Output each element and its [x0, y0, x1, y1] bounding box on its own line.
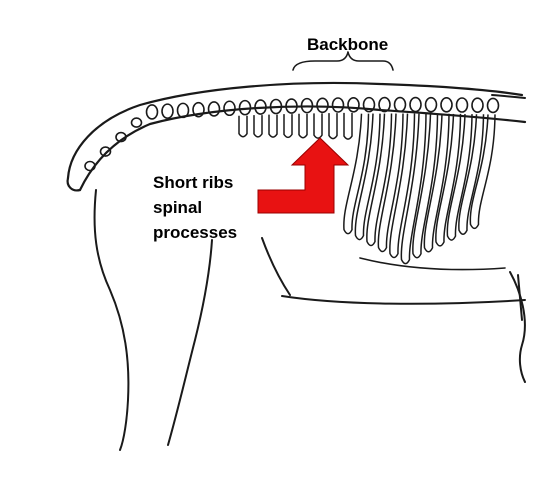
short-rib: [329, 113, 337, 139]
vertebra: [317, 98, 328, 112]
short-rib: [299, 114, 307, 138]
short-rib: [344, 113, 352, 139]
backbone-label: Backbone: [307, 35, 388, 54]
short-rib: [314, 113, 322, 138]
neck-front-outline: [95, 190, 129, 450]
short-rib: [239, 116, 247, 137]
red-arrow: [258, 138, 348, 213]
vertebra: [224, 101, 235, 115]
chest-line: [262, 238, 290, 295]
neck-tip: [68, 178, 80, 190]
vertebra: [488, 98, 499, 112]
vertebra: [395, 98, 406, 112]
vertebra: [209, 102, 220, 116]
short-rib: [284, 114, 292, 137]
rib-cage-base: [360, 258, 505, 270]
long-ribs-group: [344, 114, 495, 264]
vertebra: [472, 98, 483, 112]
short-rib: [254, 115, 262, 137]
short-rib: [269, 115, 277, 138]
callout-label-line-2: spinal: [153, 198, 202, 217]
vertebra: [132, 118, 142, 127]
callout-label-line-3: processes: [153, 223, 237, 242]
short-ribs-group: [239, 113, 352, 139]
vertebra: [178, 103, 189, 117]
callout-label-line-1: Short ribs: [153, 173, 233, 192]
vertebra: [333, 98, 344, 112]
vertebra: [426, 98, 437, 112]
backbone-brace: [293, 52, 393, 70]
vertebra: [348, 98, 359, 112]
vertebra: [441, 98, 452, 112]
foreleg-back-outline: [168, 240, 212, 445]
hindquarter-outline: [510, 272, 525, 382]
vertebra: [162, 104, 173, 118]
vertebra: [457, 98, 468, 112]
vertebra: [147, 105, 158, 119]
vertebra: [410, 98, 421, 112]
belly-line: [282, 296, 525, 304]
